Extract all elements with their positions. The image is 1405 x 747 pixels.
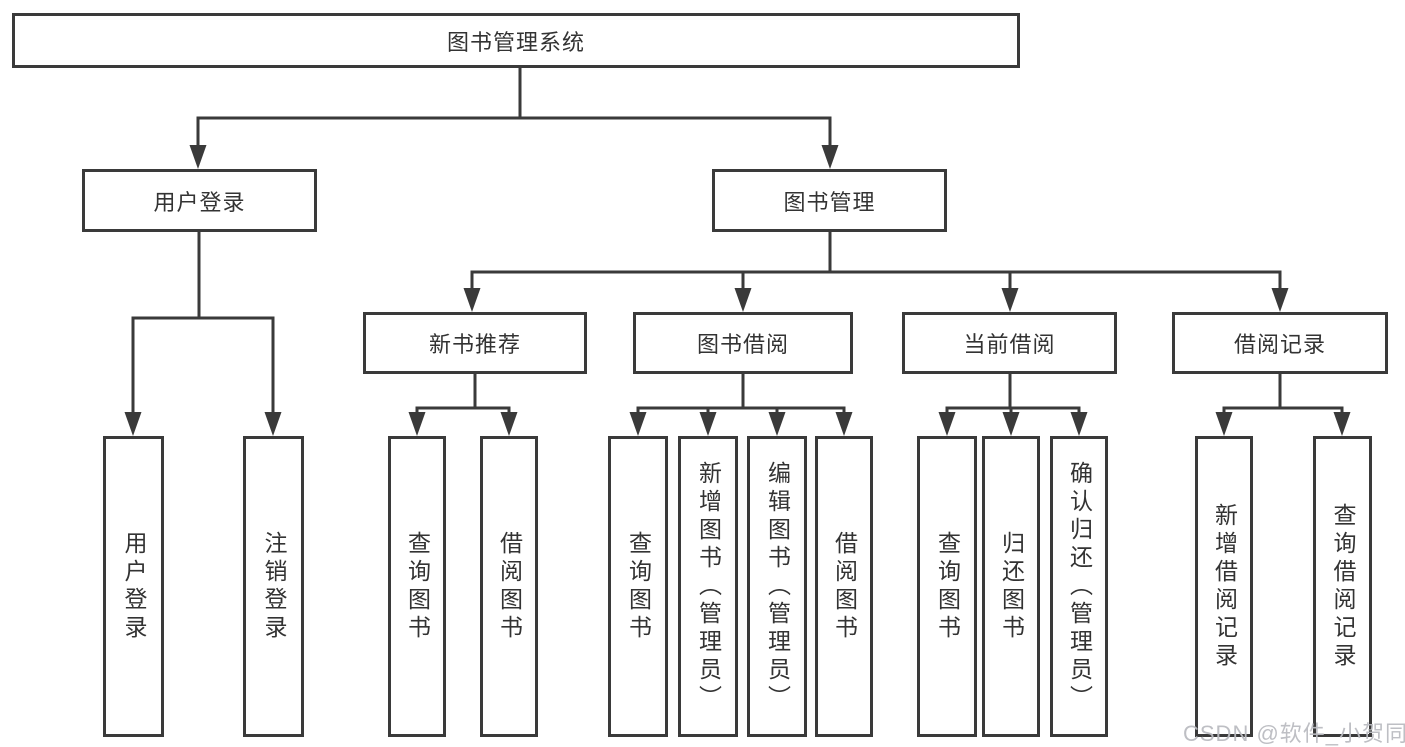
leaf-br-add-record-label: 新增借阅记录 — [1211, 502, 1238, 671]
leaf-logout: 注销登录 — [243, 436, 304, 737]
leaf-nbr-borrow-books: 借阅图书 — [480, 436, 538, 737]
leaf-bb-edit-books-admin-label: 编辑图书（管理员） — [764, 460, 791, 713]
node-new-book-recommend: 新书推荐 — [363, 312, 587, 374]
leaf-br-query-record-label: 查询借阅记录 — [1330, 502, 1356, 671]
leaf-br-query-record: 查询借阅记录 — [1313, 436, 1372, 737]
leaf-bb-borrow-books-label: 借阅图书 — [831, 530, 858, 643]
leaf-nbr-query-books-label: 查询图书 — [404, 530, 431, 643]
node-borrowing-records-label: 借阅记录 — [1233, 332, 1326, 357]
node-current-borrowing: 当前借阅 — [902, 312, 1117, 374]
node-book-borrowing: 图书借阅 — [633, 312, 853, 374]
leaf-cb-return-books: 归还图书 — [982, 436, 1040, 737]
leaf-bb-edit-books-admin: 编辑图书（管理员） — [747, 436, 807, 737]
leaf-bb-borrow-books: 借阅图书 — [815, 436, 873, 737]
leaf-bb-query-books-label: 查询图书 — [625, 530, 652, 643]
node-new-book-recommend-label: 新书推荐 — [428, 332, 521, 357]
node-current-borrowing-label: 当前借阅 — [963, 332, 1056, 357]
leaf-nbr-query-books: 查询图书 — [388, 436, 446, 737]
node-user-login: 用户登录 — [82, 169, 317, 232]
leaf-user-login: 用户登录 — [103, 436, 164, 737]
leaf-cb-return-books-label: 归还图书 — [998, 530, 1025, 643]
leaf-user-login-label: 用户登录 — [121, 530, 147, 643]
node-root-system: 图书管理系统 — [12, 13, 1020, 68]
leaf-cb-confirm-return-admin: 确认归还（管理员） — [1050, 436, 1108, 737]
leaf-logout-label: 注销登录 — [261, 530, 287, 643]
node-book-borrowing-label: 图书借阅 — [696, 332, 789, 357]
leaf-br-add-record: 新增借阅记录 — [1195, 436, 1253, 737]
leaf-nbr-borrow-books-label: 借阅图书 — [496, 530, 523, 643]
node-borrowing-records: 借阅记录 — [1172, 312, 1388, 374]
node-book-management-label: 图书管理 — [783, 189, 876, 215]
leaf-bb-add-books-admin-label: 新增图书（管理员） — [695, 460, 722, 713]
node-book-management: 图书管理 — [712, 169, 947, 232]
leaf-cb-query-books: 查询图书 — [917, 436, 977, 737]
leaf-bb-query-books: 查询图书 — [608, 436, 668, 737]
node-root-label: 图书管理系统 — [446, 29, 585, 55]
leaf-bb-add-books-admin: 新增图书（管理员） — [678, 436, 738, 737]
leaf-cb-query-books-label: 查询图书 — [934, 530, 961, 643]
leaf-cb-confirm-return-admin-label: 确认归还（管理员） — [1066, 460, 1093, 713]
csdn-watermark: CSDN @软件_小贺同学 — [1183, 721, 1405, 746]
node-user-login-label: 用户登录 — [153, 189, 246, 215]
